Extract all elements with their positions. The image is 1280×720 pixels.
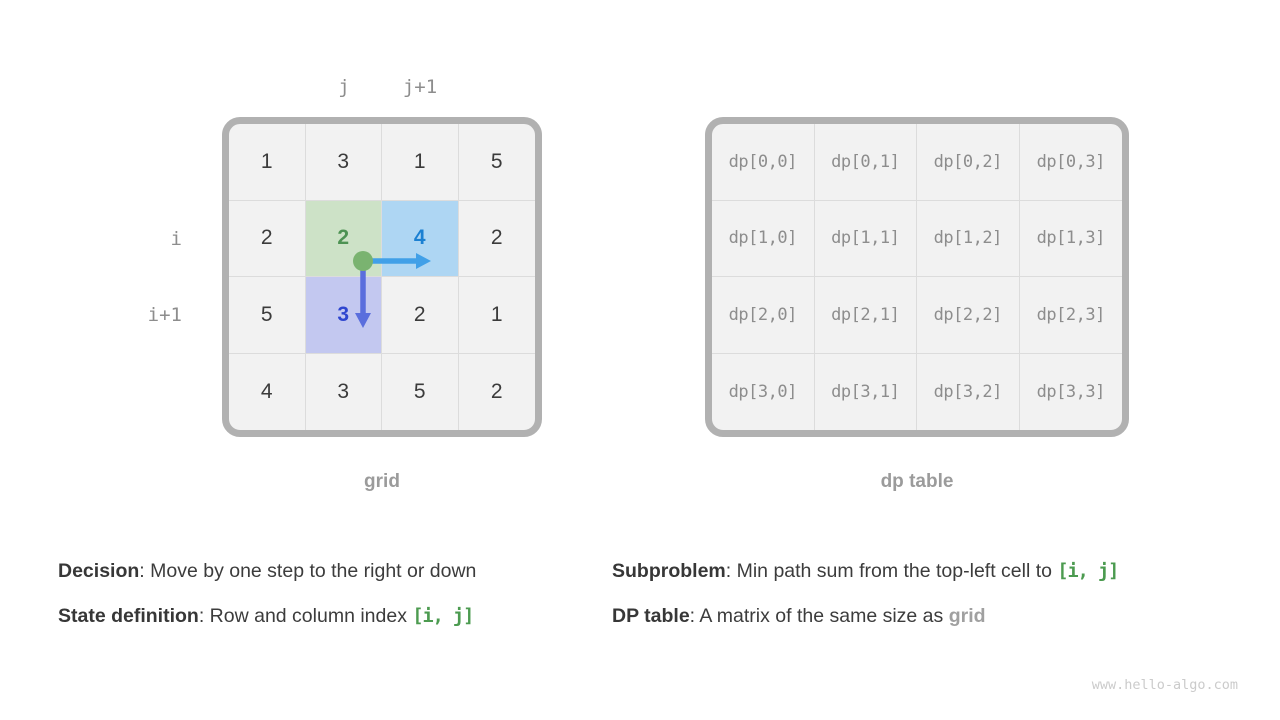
grid-cell-1-1-current: 2 [305, 200, 382, 277]
row-label-i-plus-1: i+1 [147, 304, 182, 326]
state-definition-text: : Row and column index [198, 605, 413, 627]
dp-cell-1-2: dp[1,2] [917, 200, 1020, 277]
grid-cell-1-0: 2 [229, 200, 306, 277]
col-label-j-plus-1: j+1 [402, 76, 438, 98]
notes-right-column: Subproblem: Min path sum from the top-le… [612, 558, 1119, 648]
state-definition-label: State definition [58, 605, 199, 627]
dp-cell-0-1: dp[0,1] [814, 124, 917, 201]
grid-cell-2-2: 2 [382, 277, 459, 354]
subproblem-text: : Min path sum from the top-left cell to [725, 560, 1058, 582]
dp-cell-0-2: dp[0,2] [917, 124, 1020, 201]
dp-cell-0-0: dp[0,0] [712, 124, 815, 201]
state-index-code: [i, j] [412, 606, 474, 627]
dp-cell-0-3: dp[0,3] [1019, 124, 1122, 201]
decision-label: Decision [58, 560, 140, 582]
grid-cell-3-0: 4 [229, 353, 306, 430]
col-label-j: j [338, 76, 350, 98]
dp-cell-3-3: dp[3,3] [1036, 381, 1106, 402]
dp-table-label: DP table [612, 605, 690, 627]
subproblem-label: Subproblem [612, 560, 726, 582]
dp-cell-3-2: dp[3,2] [917, 353, 1020, 430]
grid-cell-0-3: 5 [458, 124, 535, 201]
watermark: www.hello-algo.com [1091, 677, 1238, 693]
notes-left-column: Decision: Move by one step to the right … [58, 558, 476, 648]
dp-cell-2-1: dp[2,1] [814, 277, 917, 354]
dp-cell-3-1: dp[3,1] [815, 353, 917, 430]
dp-cell-1-3: dp[1,3] [1019, 201, 1122, 277]
grid-ref-code: grid [948, 605, 986, 627]
grid-caption: grid [364, 471, 400, 492]
grid-cell-0-1: 3 [305, 124, 382, 201]
dp-cell-3-0: dp[3,0] [712, 353, 815, 430]
grid-cell-3-1: 3 [306, 353, 382, 430]
state-definition-note: State definition: Row and column index [… [58, 603, 476, 630]
decision-text: : Move by one step to the right or down [139, 560, 477, 582]
dp-table-note: DP table: A matrix of the same size as g… [612, 603, 1118, 630]
grid-matrix: 1 3 1 5 2 2 4 2 5 3 2 1 4 3 5 2 [222, 117, 542, 437]
grid-cell-3-2: 5 [382, 353, 459, 430]
dp-cell-2-0: dp[2,0] [712, 277, 815, 354]
grid-cell-0-2: 1 [382, 124, 459, 201]
subproblem-note: Subproblem: Min path sum from the top-le… [612, 558, 1119, 585]
row-label-i: i [170, 228, 182, 250]
dp-cell-1-1: dp[1,1] [814, 200, 917, 277]
dp-cell-2-2: dp[2,2] [917, 277, 1020, 354]
grid-cell-2-0: 5 [229, 277, 306, 354]
dp-table-caption: dp table [880, 471, 954, 492]
dp-table-text: : A matrix of the same size as [689, 605, 949, 627]
grid-cell-3-3: 2 [490, 379, 503, 403]
grid-cell-2-1-down-move: 3 [305, 277, 382, 354]
grid-cell-2-3: 1 [458, 277, 535, 354]
dp-cell-2-3: dp[2,3] [1019, 277, 1122, 354]
decision-note: Decision: Move by one step to the right … [58, 558, 476, 585]
subproblem-index-code: [i, j] [1057, 561, 1119, 582]
dp-cell-1-0: dp[1,0] [712, 200, 815, 277]
dp-matrix: dp[0,0] dp[0,1] dp[0,2] dp[0,3] dp[1,0] … [705, 117, 1129, 437]
grid-cell-1-2-right-move: 4 [382, 200, 459, 277]
grid-cell-1-3: 2 [458, 201, 535, 277]
grid-cell-0-0: 1 [229, 124, 306, 201]
